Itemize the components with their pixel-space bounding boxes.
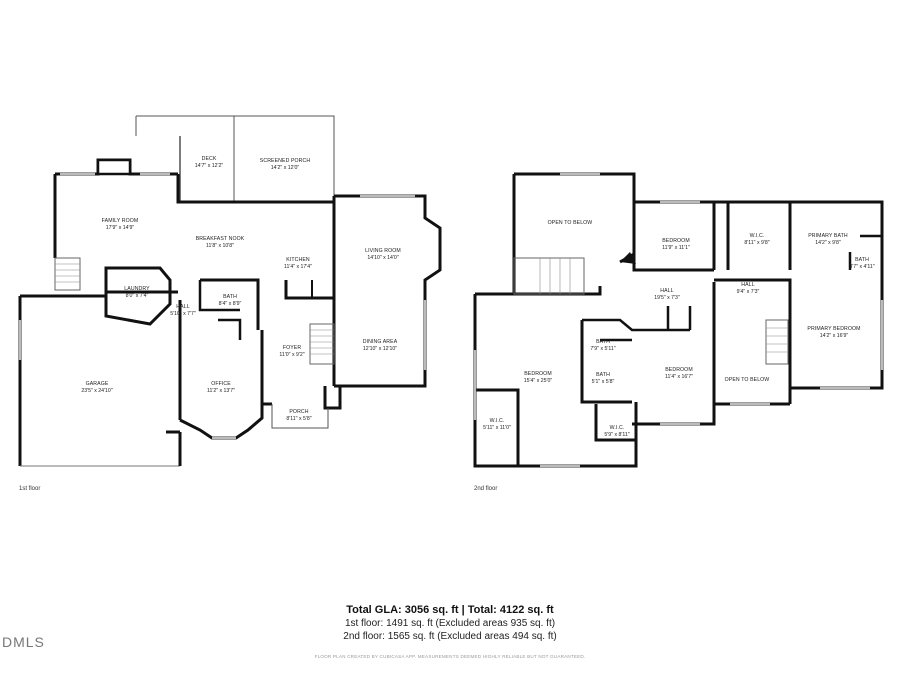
room-name: HALL [176,304,189,310]
room-name: BATH [855,257,869,263]
room-dimensions: 17'9" x 14'9" [106,225,135,231]
room-name: FOYER [283,345,302,351]
room-name: W.I.C. [490,418,505,424]
room-dimensions: 5'11" x 11'0" [483,425,511,431]
room-name: OPEN TO BELOW [725,377,770,383]
room-name: BATH [596,372,610,378]
room-name: LIVING ROOM [365,248,401,254]
room-name: BEDROOM [665,367,693,373]
room-name: KITCHEN [286,257,310,263]
second-floor-windows [473,172,884,468]
room-name: BEDROOM [524,371,552,377]
mls-watermark: DMLS [2,634,45,650]
room-name: DINING AREA [363,339,398,345]
total-area: Total GLA: 3056 sq. ft | Total: 4122 sq.… [346,604,554,616]
room-dimensions: 23'5" x 24'10" [81,388,112,394]
room-dimensions: 14'10" x 14'0" [367,255,398,261]
room-name: W.I.C. [750,233,765,239]
room-name: OPEN TO BELOW [548,220,593,226]
second-floor-stair-treads [539,258,788,353]
room-dimensions: 15'4" x 25'0" [524,378,553,384]
first-floor-walls [18,115,442,467]
room-name: PRIMARY BEDROOM [807,326,860,332]
room-dimensions: 14'2" x 12'0" [271,165,300,171]
first-floor-stair-treads [55,263,334,355]
room-dimensions: 8'4" x 8'9" [219,301,242,307]
first-floor-labels: DECK 14'7" x 12'2" SCREENED PORCH 14'2" … [81,156,401,422]
first-floor-windows [18,172,427,440]
room-name: HALL [741,282,754,288]
room-dimensions: 14'7" x 12'2" [195,163,224,169]
room-name: LAUNDRY [124,286,150,292]
second-floor-labels: OPEN TO BELOW BEDROOM 11'9" x 11'1" W.I.… [483,220,875,438]
room-name: BATH [596,339,610,345]
room-dimensions: 14'2" x 9'8" [815,240,841,246]
room-name: W.I.C. [610,425,625,431]
room-dimensions: 11'9" x 11'1" [662,245,690,251]
room-dimensions: 9'4" x 7'3" [737,289,760,295]
room-name: BATH [223,294,237,300]
room-dimensions: 12'10" x 12'10" [363,346,397,352]
room-dimensions: 11'0" x 9'2" [279,352,304,358]
room-name: HALL [660,288,673,294]
room-dimensions: 8'0" x 7'4" [126,293,149,299]
room-name: DECK [202,156,217,162]
room-name: BEDROOM [662,238,690,244]
second-floor-walls [473,172,884,468]
room-dimensions: 3'7" x 4'11" [849,264,874,270]
room-name: FAMILY ROOM [102,218,139,224]
room-name: OFFICE [211,381,231,387]
room-dimensions: 11'4" x 16'7" [665,374,693,380]
floor-plan: DECK 14'7" x 12'2" SCREENED PORCH 14'2" … [18,115,884,492]
room-name: SCREENED PORCH [260,158,311,164]
room-name: GARAGE [86,381,109,387]
room-dimensions: 19'5" x 7'3" [654,295,680,301]
room-dimensions: 14'2" x 16'9" [820,333,849,339]
room-dimensions: 11'8" x 10'8" [206,243,234,249]
room-name: PRIMARY BATH [808,233,848,239]
second-floor-area: 2nd floor: 1565 sq. ft (Excluded areas 4… [343,631,557,642]
room-name: BREAKFAST NOOK [196,236,245,242]
room-dimensions: 8'11" x 9'8" [744,240,769,246]
floor-label-1st: 1st floor [19,486,40,492]
room-dimensions: 5'10" x 7'7" [170,311,196,317]
room-dimensions: 5'9" x 8'11" [604,432,629,438]
room-dimensions: 11'4" x 17'4" [284,264,312,270]
room-dimensions: 5'1" x 5'8" [592,379,615,385]
room-name: PORCH [289,409,308,415]
first-floor-area: 1st floor: 1491 sq. ft (Excluded areas 9… [344,618,556,629]
floor-label-2nd: 2nd floor [474,486,497,492]
disclaimer: FLOOR PLAN CREATED BY CUBICASA APP. MEAS… [314,654,586,659]
room-dimensions: 11'2" x 13'7" [207,388,235,394]
room-dimensions: 7'9" x 5'11" [590,346,615,352]
room-dimensions: 8'11" x 5'8" [286,416,311,422]
